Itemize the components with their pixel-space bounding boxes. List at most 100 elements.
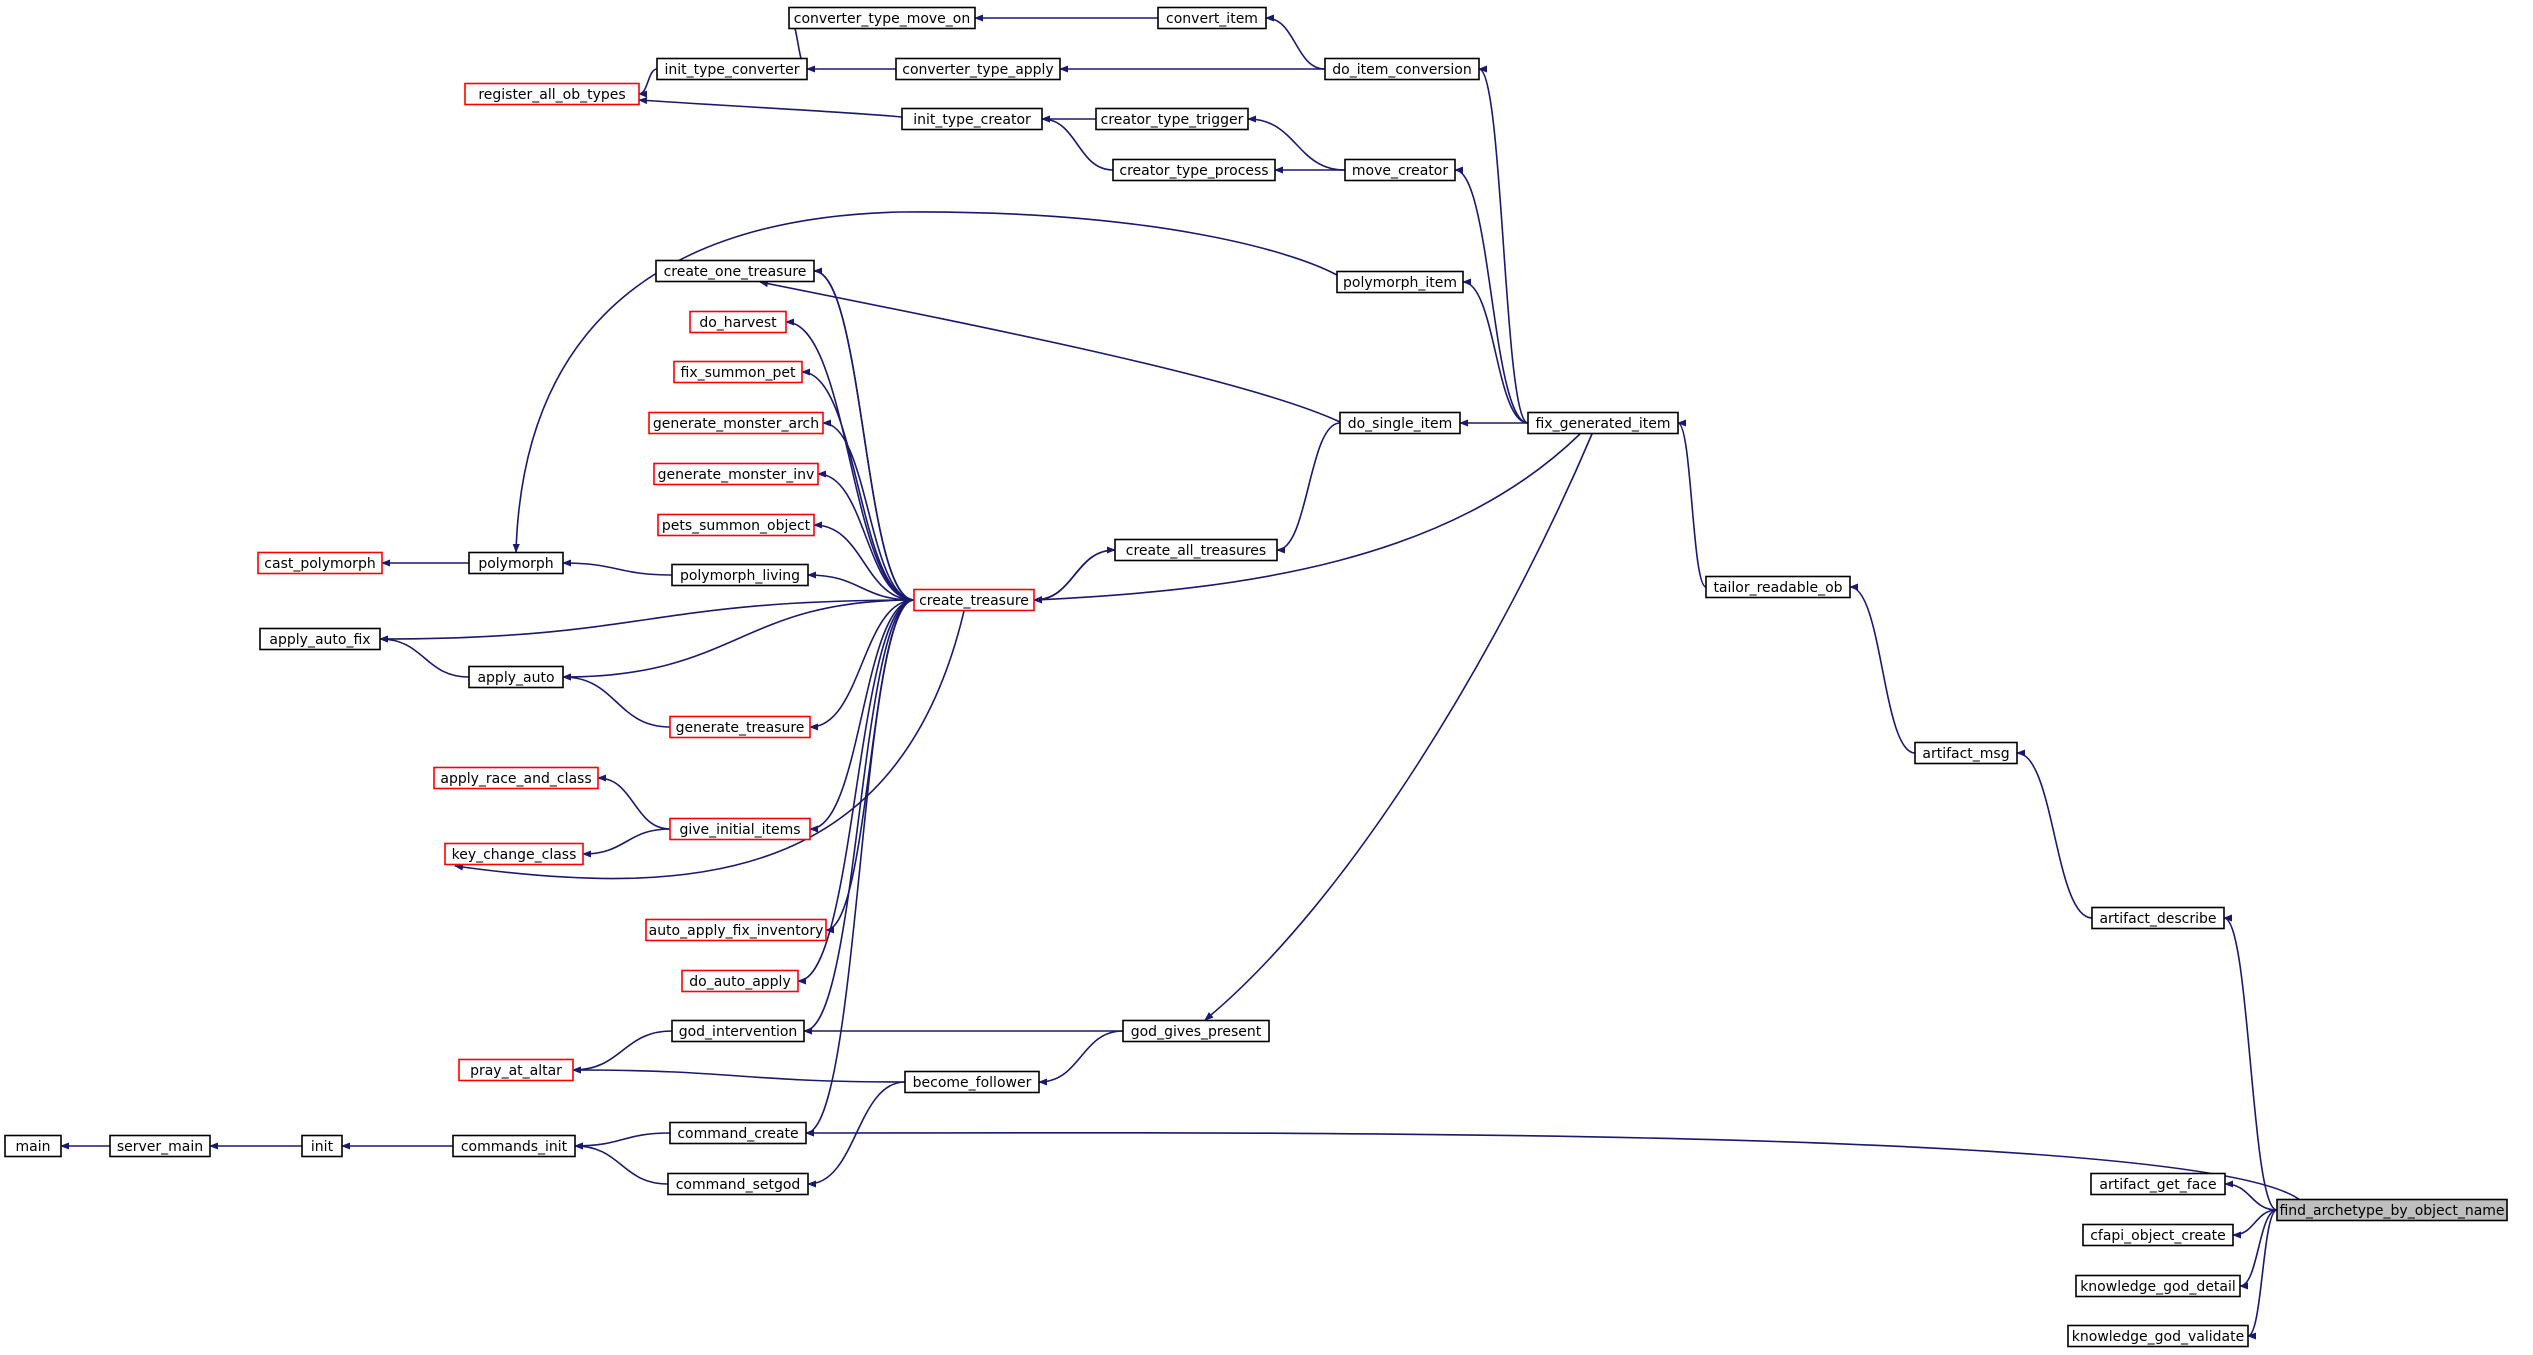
edge-artifact-msg-to-artifact-describe	[2016, 749, 2093, 919]
node-generate-treasure[interactable]: generate_treasure	[669, 715, 811, 739]
node-command-create[interactable]: command_create	[669, 1121, 807, 1145]
edge-create-all-treasures-to-do-single-item	[1276, 422, 1341, 554]
node-init[interactable]: init	[301, 1134, 343, 1158]
node-generate-monster-arch[interactable]: generate_monster_arch	[648, 411, 824, 435]
node-label: register_all_ob_types	[478, 87, 625, 103]
node-label: polymorph_item	[1343, 275, 1457, 291]
node-find-archetype-by-object-name[interactable]: find_archetype_by_object_name	[2276, 1198, 2508, 1222]
node-artifact-get-face[interactable]: artifact_get_face	[2090, 1172, 2226, 1196]
edge-move-creator-to-fix-generated-item	[1454, 166, 1529, 424]
node-label: become_follower	[913, 1075, 1032, 1091]
edge-apply-auto-to-create-treasure	[562, 599, 915, 681]
node-tailor-readable-ob[interactable]: tailor_readable_ob	[1705, 575, 1851, 599]
node-converter-type-apply[interactable]: converter_type_apply	[895, 57, 1061, 81]
node-label: artifact_describe	[2099, 911, 2216, 927]
node-cast-polymorph[interactable]: cast_polymorph	[257, 551, 383, 575]
node-create-all-treasures[interactable]: create_all_treasures	[1114, 538, 1278, 562]
node-auto-apply-fix-inventory[interactable]: auto_apply_fix_inventory	[645, 918, 827, 942]
node-generate-monster-inv[interactable]: generate_monster_inv	[653, 462, 819, 486]
edge-polymorph-item-to-fix-generated-item	[1462, 278, 1529, 424]
node-god-gives-present[interactable]: god_gives_present	[1122, 1019, 1270, 1043]
node-register-all-ob-types[interactable]: register_all_ob_types	[464, 82, 640, 106]
node-server-main[interactable]: server_main	[109, 1134, 211, 1158]
node-converter-type-move-on[interactable]: converter_type_move_on	[788, 6, 976, 30]
node-label: apply_auto	[477, 670, 554, 686]
node-label: fix_summon_pet	[681, 365, 796, 381]
node-box	[301, 1134, 343, 1158]
node-box	[468, 665, 564, 689]
node-creator-type-process[interactable]: creator_type_process	[1112, 158, 1276, 182]
node-cfapi-object-create[interactable]: cfapi_object_create	[2082, 1223, 2234, 1247]
node-box	[653, 462, 819, 486]
node-label: pray_at_altar	[470, 1063, 562, 1079]
node-knowledge-god-detail[interactable]: knowledge_god_detail	[2075, 1274, 2241, 1298]
node-convert-item[interactable]: convert_item	[1157, 6, 1267, 30]
node-box	[444, 842, 584, 866]
node-box	[657, 513, 815, 537]
node-give-initial-items[interactable]: give_initial_items	[669, 817, 811, 841]
node-do-auto-apply[interactable]: do_auto_apply	[681, 969, 799, 993]
node-box	[913, 588, 1035, 612]
node-create-treasure[interactable]: create_treasure	[913, 588, 1035, 612]
node-create-one-treasure[interactable]: create_one_treasure	[655, 259, 815, 283]
node-do-harvest[interactable]: do_harvest	[689, 310, 787, 334]
node-box	[1914, 741, 2018, 765]
node-label: polymorph	[478, 556, 553, 572]
edge-tailor-readable-ob-to-artifact-msg	[1849, 583, 1916, 754]
node-command-setgod[interactable]: command_setgod	[667, 1172, 809, 1196]
node-pray-at-altar[interactable]: pray_at_altar	[458, 1058, 574, 1082]
edge-commands-init-to-command-setgod	[574, 1142, 669, 1185]
node-main[interactable]: main	[4, 1134, 62, 1158]
node-box	[1324, 57, 1480, 81]
node-box	[109, 1134, 211, 1158]
node-label: do_single_item	[1348, 416, 1453, 432]
node-polymorph[interactable]: polymorph	[468, 551, 564, 575]
node-box	[259, 627, 381, 651]
node-box	[1112, 158, 1276, 182]
node-commands-init[interactable]: commands_init	[452, 1134, 576, 1158]
edge-register-all-ob-types-to-init-type-creator	[638, 96, 903, 118]
node-fix-generated-item[interactable]: fix_generated_item	[1527, 411, 1679, 435]
node-label: generate_treasure	[676, 720, 805, 736]
node-do-item-conversion[interactable]: do_item_conversion	[1324, 57, 1480, 81]
node-init-type-creator[interactable]: init_type_creator	[901, 107, 1043, 131]
node-do-single-item[interactable]: do_single_item	[1339, 411, 1461, 435]
node-apply-auto[interactable]: apply_auto	[468, 665, 564, 689]
edge-cfapi-object-create-to-find-archetype-by-object-name	[2232, 1209, 2278, 1239]
node-artifact-describe[interactable]: artifact_describe	[2091, 906, 2225, 930]
node-apply-auto-fix[interactable]: apply_auto_fix	[259, 627, 381, 651]
node-polymorph-item[interactable]: polymorph_item	[1336, 270, 1464, 294]
node-box	[1339, 411, 1461, 435]
node-become-follower[interactable]: become_follower	[904, 1070, 1040, 1094]
edges-layer	[60, 14, 2301, 1340]
node-god-intervention[interactable]: god_intervention	[671, 1019, 805, 1043]
node-knowledge-god-validate[interactable]: knowledge_god_validate	[2067, 1324, 2249, 1348]
node-box	[257, 551, 383, 575]
edge-knowledge-god-detail-to-find-archetype-by-object-name	[2239, 1209, 2278, 1290]
node-box	[2067, 1324, 2249, 1348]
node-creator-type-trigger[interactable]: creator_type_trigger	[1095, 107, 1249, 131]
node-polymorph-living[interactable]: polymorph_living	[671, 563, 809, 587]
edge-apply-auto-fix-to-create-treasure	[379, 599, 915, 643]
node-box	[2075, 1274, 2241, 1298]
node-artifact-msg[interactable]: artifact_msg	[1914, 741, 2018, 765]
node-fix-summon-pet[interactable]: fix_summon_pet	[673, 360, 803, 384]
node-box	[2090, 1172, 2226, 1196]
edge-command-create-to-create-treasure	[805, 599, 915, 1137]
node-move-creator[interactable]: move_creator	[1344, 158, 1456, 182]
node-box	[904, 1070, 1040, 1094]
node-label: converter_type_move_on	[794, 11, 970, 27]
edge-init-type-creator-to-creator-type-process	[1041, 115, 1114, 171]
nodes-layer: find_archetype_by_object_name converter_t…	[4, 6, 2508, 1348]
node-key-change-class[interactable]: key_change_class	[444, 842, 584, 866]
node-label: creator_type_trigger	[1101, 112, 1244, 128]
node-box	[1095, 107, 1249, 131]
node-box	[2082, 1223, 2234, 1247]
node-label: find_archetype_by_object_name	[2279, 1203, 2504, 1219]
edge-generate-monster-arch-to-create-treasure	[822, 419, 915, 601]
node-pets-summon-object[interactable]: pets_summon_object	[657, 513, 815, 537]
node-apply-race-and-class[interactable]: apply_race_and_class	[433, 766, 599, 790]
node-init-type-converter[interactable]: init_type_converter	[656, 57, 808, 81]
node-label: pets_summon_object	[662, 518, 811, 534]
